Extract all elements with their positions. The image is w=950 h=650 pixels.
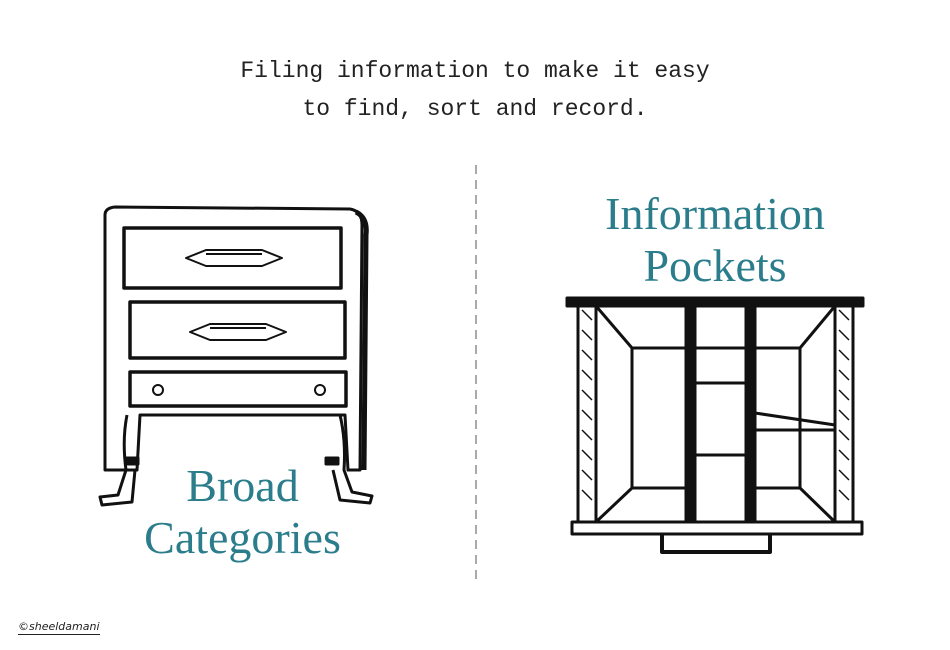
label-line-1: Information: [605, 188, 825, 239]
caption-line-2: to find, sort and record.: [302, 96, 648, 122]
caption-line-1: Filing information to make it easy: [240, 58, 710, 84]
caption: Filing information to make it easy to fi…: [0, 52, 950, 128]
shelf-unit-drawing: [565, 296, 865, 554]
broad-categories-label: Broad Categories: [110, 460, 375, 564]
label-line-1: Broad: [186, 460, 299, 511]
label-line-2: Categories: [144, 512, 341, 563]
artist-signature: ©sheeldamani: [18, 620, 100, 635]
information-pockets-label: Information Pockets: [560, 188, 870, 292]
label-line-2: Pockets: [643, 240, 787, 291]
drawer-chest-drawing: [98, 205, 374, 507]
